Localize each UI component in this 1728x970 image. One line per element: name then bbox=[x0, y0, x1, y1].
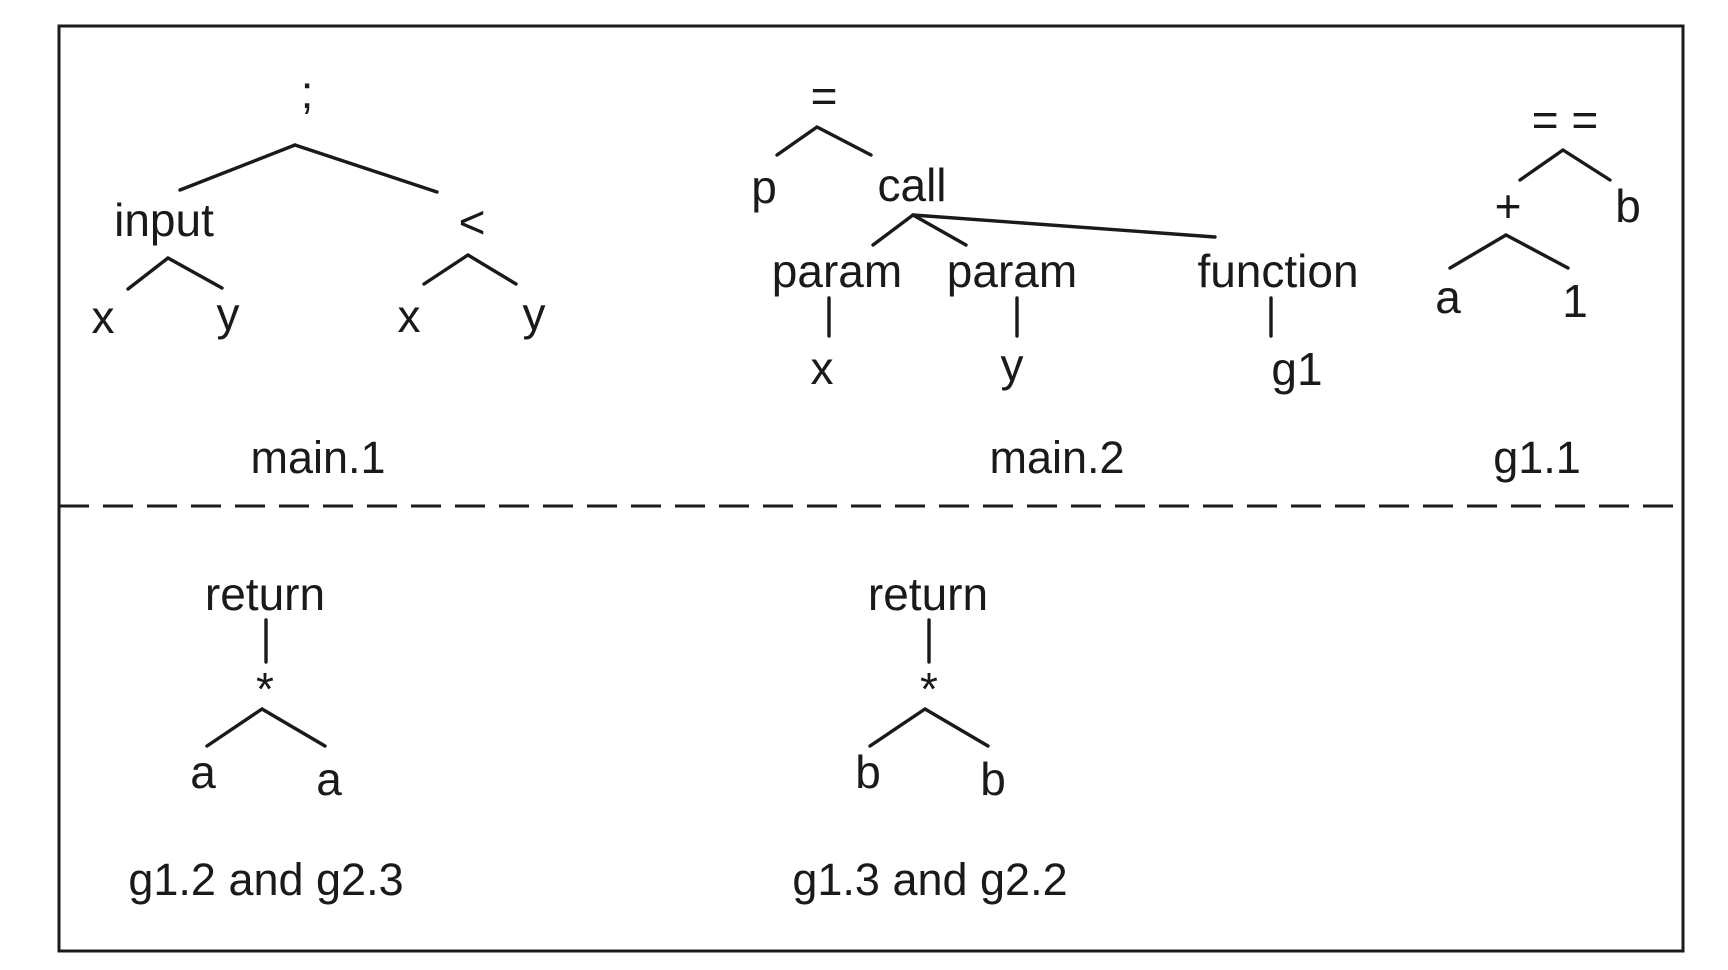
edge bbox=[260, 707, 327, 748]
node-equals: = bbox=[811, 70, 838, 122]
edge bbox=[1518, 148, 1565, 182]
tree-caption: g1.2 and g2.3 bbox=[128, 854, 403, 905]
node-param: param bbox=[772, 245, 902, 297]
node-equality: = = bbox=[1532, 94, 1599, 146]
diagram-frame bbox=[57, 24, 1685, 953]
tree-g1-1: = = + b a 1 g1.1 bbox=[1435, 94, 1641, 483]
node-p: p bbox=[751, 161, 777, 213]
edge bbox=[178, 143, 297, 192]
node-call: call bbox=[877, 159, 946, 211]
edge bbox=[923, 707, 990, 748]
edge bbox=[422, 253, 470, 286]
tree-g1-2-g2-3: return * a a g1.2 and g2.3 bbox=[128, 568, 403, 905]
node-return: return bbox=[205, 568, 325, 620]
edge bbox=[911, 213, 968, 247]
edge bbox=[166, 256, 224, 290]
node-b: b bbox=[980, 753, 1006, 805]
edge bbox=[871, 213, 915, 247]
node-a: a bbox=[190, 746, 216, 798]
node-input: input bbox=[114, 194, 214, 246]
edge bbox=[205, 707, 264, 748]
node-a: a bbox=[316, 753, 342, 805]
node-y: y bbox=[1001, 339, 1024, 391]
node-one: 1 bbox=[1562, 275, 1588, 327]
edge bbox=[815, 125, 873, 157]
node-less-than: < bbox=[459, 196, 486, 248]
edge bbox=[1448, 233, 1508, 270]
edge bbox=[126, 256, 170, 291]
node-b: b bbox=[855, 746, 881, 798]
node-x: x bbox=[811, 342, 834, 394]
tree-main-1: ; input < x y x y main.1 bbox=[92, 66, 546, 483]
edge bbox=[1561, 148, 1612, 182]
node-multiply: * bbox=[920, 663, 938, 715]
node-param: param bbox=[947, 245, 1077, 297]
edge bbox=[868, 707, 927, 748]
edge bbox=[911, 213, 1217, 239]
tree-caption: main.1 bbox=[250, 432, 385, 483]
node-b: b bbox=[1615, 180, 1641, 232]
node-y: y bbox=[523, 288, 546, 340]
node-return: return bbox=[868, 568, 988, 620]
node-x: x bbox=[398, 290, 421, 342]
tree-caption: main.2 bbox=[989, 432, 1124, 483]
node-a: a bbox=[1435, 271, 1461, 323]
edge bbox=[293, 143, 439, 194]
edge bbox=[775, 125, 819, 157]
tree-caption: g1.3 and g2.2 bbox=[792, 854, 1067, 905]
node-function: function bbox=[1197, 245, 1358, 297]
edge bbox=[1504, 233, 1570, 270]
node-multiply: * bbox=[256, 663, 274, 715]
node-x: x bbox=[92, 291, 115, 343]
tree-caption: g1.1 bbox=[1493, 432, 1581, 483]
node-y: y bbox=[217, 288, 240, 340]
node-plus: + bbox=[1495, 180, 1522, 232]
edge bbox=[466, 253, 518, 286]
node-semicolon: ; bbox=[301, 66, 314, 118]
node-g1: g1 bbox=[1271, 343, 1322, 395]
tree-g1-3-g2-2: return * b b g1.3 and g2.2 bbox=[792, 568, 1067, 905]
tree-main-2: = p call param param function x y g1 mai… bbox=[751, 70, 1358, 483]
